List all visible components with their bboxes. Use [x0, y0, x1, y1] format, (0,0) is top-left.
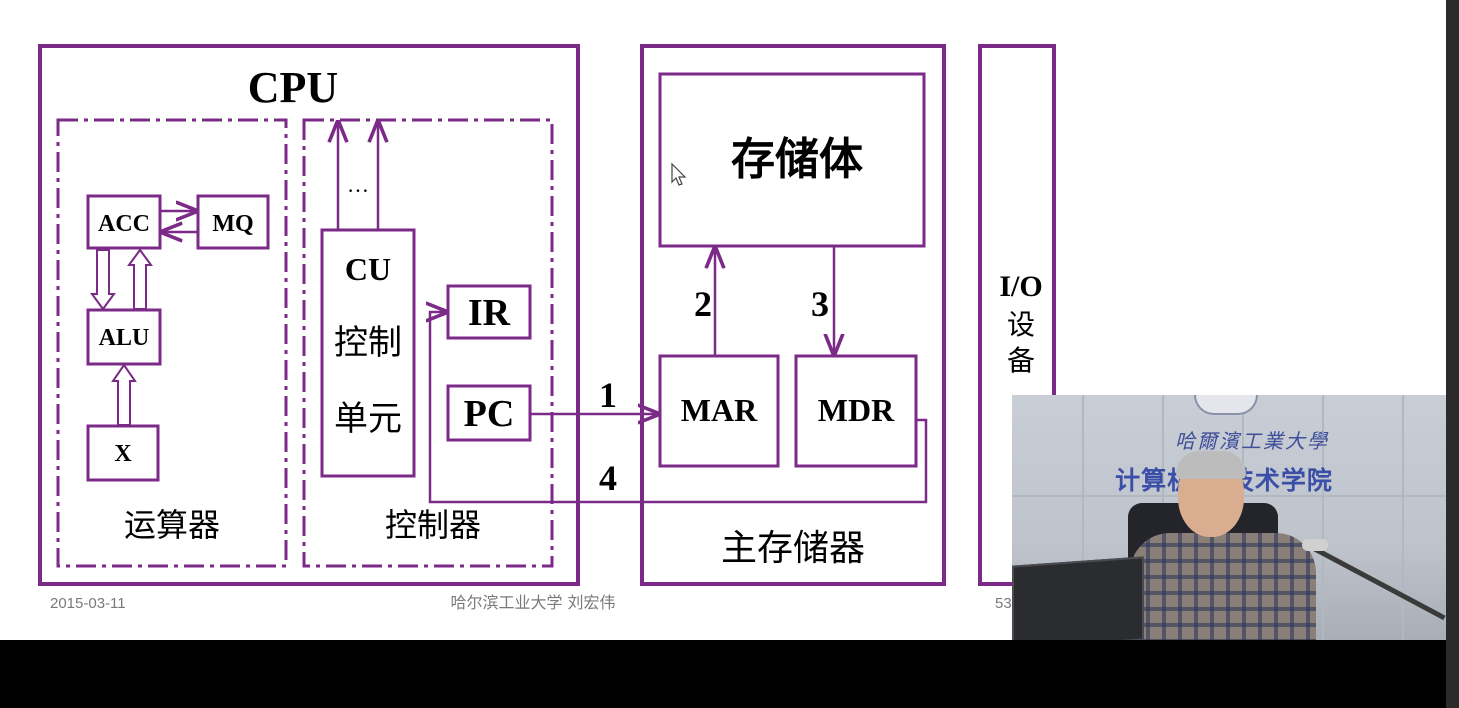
microphone-icon — [1302, 539, 1328, 551]
step-4-arrow — [430, 312, 928, 504]
mq-register — [196, 194, 270, 250]
lecturer-body — [1130, 533, 1316, 640]
footer-date: 2015-03-11 — [50, 595, 126, 612]
step-3-label: 3 — [811, 284, 829, 324]
x-label: X — [114, 441, 132, 467]
wall-panel-line — [1082, 395, 1084, 640]
acc-label: ACC — [98, 211, 150, 237]
microphone-stand — [1310, 545, 1446, 621]
ir-label: IR — [468, 292, 511, 334]
mdr-label: MDR — [818, 392, 895, 428]
arithmetic-unit-label: 运算器 — [124, 507, 220, 543]
laptop — [1012, 556, 1144, 640]
mdr-register — [794, 354, 918, 468]
lecturer-video-overlay: 哈爾濱工業大學 计算机 与技术学院 — [1012, 395, 1446, 640]
step-2-label: 2 — [694, 284, 712, 324]
cu-block — [320, 228, 416, 478]
step-1-label: 1 — [599, 375, 617, 415]
cpu-title: CPU — [248, 63, 338, 112]
control-signal-ellipsis: … — [347, 172, 369, 197]
storage-body-box — [658, 72, 926, 248]
alu-to-acc-hollow-arrow — [127, 248, 153, 310]
university-name-sign: 哈爾濱工業大學 — [1175, 429, 1329, 453]
wall-panel-line — [1402, 395, 1404, 640]
main-memory-box — [640, 44, 946, 586]
cu-desc-line-2: 单元 — [334, 401, 402, 438]
window-edge-strip — [1446, 0, 1459, 708]
university-logo-icon — [1194, 395, 1258, 415]
x-to-alu-hollow-arrow — [111, 363, 137, 426]
lecture-slide: CPU 运算器 控制器 ACC MQ ALU X CU 控制 单元 — [38, 44, 1056, 612]
io-label-line-2: 设 — [1007, 310, 1035, 341]
mq-label: MQ — [212, 211, 253, 237]
acc-to-alu-hollow-arrow — [90, 249, 116, 311]
wall-panel-line — [1322, 395, 1324, 640]
video-letterbox-bar — [0, 640, 1459, 708]
step-4-label: 4 — [599, 458, 617, 498]
pc-register — [446, 384, 532, 442]
pc-label: PC — [464, 393, 515, 435]
io-label-line-1: I/O — [999, 270, 1042, 303]
mouse-cursor-icon — [671, 162, 687, 186]
controller-label: 控制器 — [385, 507, 481, 543]
computer-structure-diagram: CPU 运算器 控制器 ACC MQ ALU X CU 控制 单元 — [38, 44, 1056, 612]
main-memory-label: 主存储器 — [721, 528, 865, 568]
io-label-line-3: 备 — [1007, 345, 1035, 377]
cu-title: CU — [345, 251, 391, 287]
storage-body-label: 存储体 — [731, 135, 863, 184]
mar-label: MAR — [681, 392, 758, 428]
footer-page-number: 53 — [995, 595, 1012, 612]
control-unit-section — [302, 118, 554, 568]
cpu-box — [38, 44, 580, 586]
alu-label: ALU — [99, 325, 150, 351]
footer-author: 哈尔滨工业大学 刘宏伟 — [450, 593, 615, 612]
lecturer-hair — [1176, 451, 1246, 479]
cu-desc-line-1: 控制 — [334, 324, 402, 362]
arithmetic-unit-section — [56, 118, 288, 568]
